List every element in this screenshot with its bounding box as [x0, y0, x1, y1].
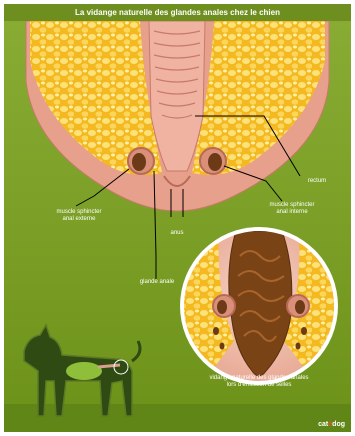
- label-glande-anale: glande anale: [130, 279, 184, 286]
- label-anus: anus: [159, 230, 195, 237]
- diagram-panel: rectum muscle sphincter anal externe mus…: [4, 21, 351, 432]
- anal-region-section: [26, 21, 329, 211]
- anatomy-illustration: [4, 21, 351, 432]
- caption: vidange naturelle des glandes anales lor…: [179, 375, 339, 389]
- dog-silhouette: [24, 325, 140, 416]
- label-sphincter-externe: muscle sphincter anal externe: [34, 209, 124, 223]
- label-sphincter-interne: muscle sphincter anal interne: [252, 202, 332, 216]
- label-rectum: rectum: [297, 178, 337, 185]
- brand-logo: catédog: [318, 421, 345, 428]
- diagram-title: La vidange naturelle des glandes anales …: [4, 4, 351, 21]
- magnifier-circle: [180, 227, 338, 385]
